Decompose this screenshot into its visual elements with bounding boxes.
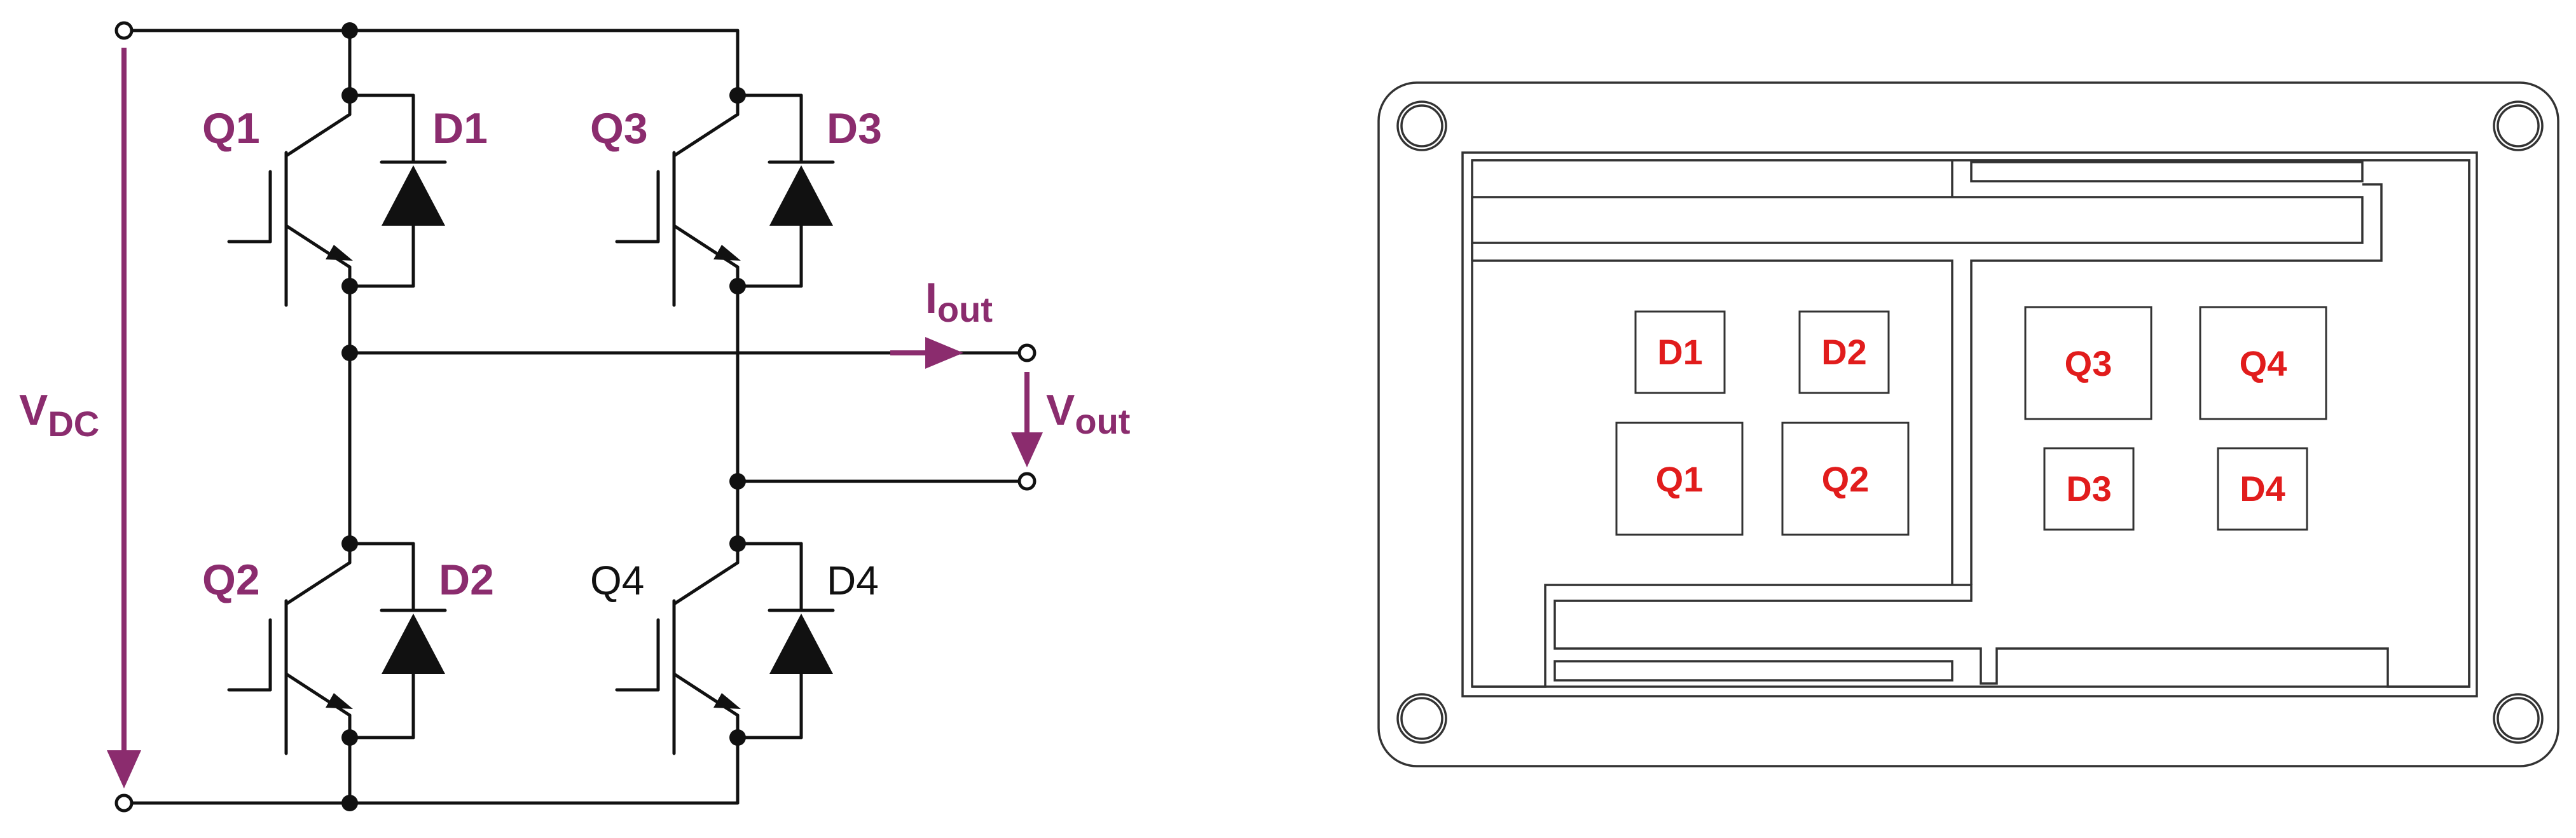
label-q4: Q4	[590, 558, 644, 603]
trace-top-strip	[1970, 161, 2364, 182]
module-case	[1377, 81, 2559, 767]
mounting-hole-br	[2493, 693, 2544, 744]
svg-text:D1: D1	[1657, 332, 1703, 372]
chip-q2: Q2	[1781, 422, 1910, 536]
vdc-label: VDC	[19, 48, 141, 788]
dc-rails	[114, 21, 740, 813]
label-q3: Q3	[590, 104, 648, 153]
out-terminal-a	[1017, 343, 1037, 362]
svg-text:Q1: Q1	[1656, 459, 1704, 499]
mounting-hole-tr	[2493, 100, 2544, 151]
substrate-outline	[1461, 151, 2478, 697]
svg-text:Q4: Q4	[2240, 343, 2287, 383]
chip-d4: D4	[2217, 447, 2308, 531]
out-terminal-b	[1017, 472, 1037, 491]
h-bridge-schematic: VDC	[19, 21, 1130, 813]
chip-q4: Q4	[2199, 306, 2327, 420]
svg-text:Q2: Q2	[1822, 459, 1870, 499]
mounting-hole-tl	[1396, 100, 1447, 151]
svg-text:D3: D3	[2066, 469, 2112, 509]
trace-bottom-strip	[1553, 660, 1953, 682]
label-q2: Q2	[202, 556, 260, 604]
svg-text:D2: D2	[1821, 332, 1867, 372]
iout-main: I	[925, 274, 937, 322]
chip-d3: D3	[2043, 447, 2135, 531]
chip-q1: Q1	[1615, 422, 1744, 536]
chip-d1: D1	[1634, 310, 1726, 394]
label-d2: D2	[439, 556, 494, 604]
vout-sub: out	[1075, 401, 1130, 441]
svg-text:Iout: Iout	[925, 274, 993, 329]
switch-cell-q3	[615, 93, 835, 307]
junction-dots	[341, 22, 746, 811]
vdc-main: V	[19, 386, 48, 434]
svg-text:Vout: Vout	[1046, 386, 1130, 441]
mounting-hole-bl	[1396, 693, 1447, 744]
switch-cell-q1	[227, 93, 447, 307]
chip-q3: Q3	[2024, 306, 2152, 420]
chip-d2: D2	[1798, 310, 1890, 394]
label-d1: D1	[432, 104, 488, 153]
vdc-sub: DC	[48, 404, 99, 444]
switch-cell-q4	[615, 542, 835, 755]
iout-indicator: Iout	[890, 274, 993, 369]
trace-top	[1472, 159, 2470, 688]
vout-indicator: Vout	[1011, 372, 1130, 467]
iout-sub: out	[937, 289, 993, 329]
module-layout: D1 D2 Q1 Q2 Q3 Q4 D3 D4	[1377, 81, 2559, 767]
label-d3: D3	[827, 104, 882, 153]
svg-text:VDC: VDC	[19, 386, 99, 444]
label-q1: Q1	[202, 104, 260, 153]
vdc-minus-terminal	[114, 793, 134, 813]
switch-cell-q2	[227, 542, 447, 755]
svg-text:D4: D4	[2240, 469, 2285, 509]
vdc-plus-terminal	[114, 21, 134, 40]
label-d4: D4	[827, 558, 879, 603]
svg-text:Q3: Q3	[2065, 343, 2112, 383]
vout-main: V	[1046, 386, 1075, 434]
trace-top-bar	[1471, 196, 2364, 244]
